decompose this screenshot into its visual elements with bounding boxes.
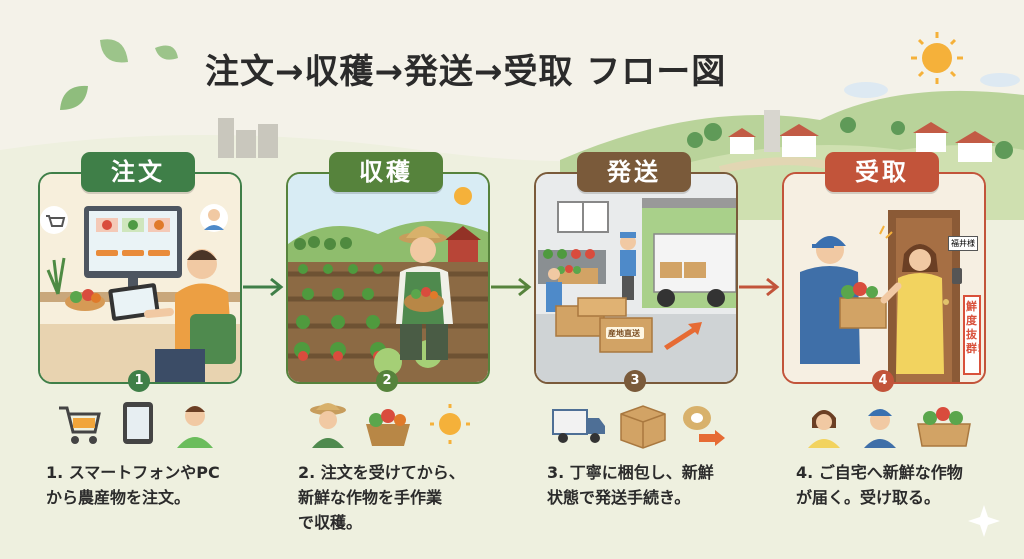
caption-line: 3. 丁寧に梱包し、新鮮: [547, 463, 714, 482]
order-illustration: [38, 172, 242, 384]
caption-line: 状態で発送手続き。: [547, 488, 691, 507]
shipping-icons: [552, 405, 725, 449]
step-badge-shipping: 発送: [577, 152, 691, 192]
vegetable-box-icon: [917, 407, 971, 447]
tablet-icon: [123, 402, 153, 444]
caption-order: 1. スマートフォンやPC から農産物を注文。: [46, 460, 220, 510]
caption-line: 2. 注文を受けてから、: [298, 463, 465, 482]
door-nameplate: 福井様: [948, 236, 978, 251]
shipping-illustration: 産地直送: [534, 172, 738, 384]
flow-arrow-2: [491, 277, 532, 297]
step-number-1: 1: [128, 370, 150, 392]
caption-line: で収穫。: [298, 513, 363, 532]
receive-illustration: 福井様 鮮度抜群!: [782, 172, 986, 384]
harvest-icons: [310, 403, 470, 448]
page-title: 注文→収穫→発送→受取 フロー図: [205, 52, 727, 92]
vegetable-basket-icon: [366, 409, 410, 446]
caption-shipping: 3. 丁寧に梱包し、新鮮 状態で発送手続き。: [547, 460, 714, 510]
caption-line: 新鮮な作物を手作業: [298, 488, 443, 507]
caption-line: が届く。受け取る。: [796, 488, 941, 507]
leaf-icon: [100, 39, 128, 63]
sun-icon: [922, 43, 952, 73]
caption-line: 1. スマートフォンやPC: [46, 463, 220, 482]
harvest-illustration: [286, 172, 490, 384]
step-number-2: 2: [376, 370, 398, 392]
cardboard-box-icon: [620, 405, 666, 449]
step-number-3: 3: [624, 370, 646, 392]
customer-icon: [177, 406, 213, 448]
recipient-icon: [808, 410, 840, 448]
caption-line: から農産物を注文。: [46, 488, 191, 507]
delivery-person-icon: [864, 409, 896, 448]
crate-label: 産地直送: [608, 329, 640, 338]
step-badge-receive: 受取: [825, 152, 939, 192]
caption-harvest: 2. 注文を受けてから、 新鮮な作物を手作業 で収穫。: [298, 460, 465, 535]
shopping-cart-icon: [59, 406, 101, 444]
flow-arrow-1: [243, 277, 284, 297]
order-icons: [59, 402, 213, 448]
caption-receive: 4. ご自宅へ新鮮な作物 が届く。受け取る。: [796, 460, 963, 510]
step-number-4: 4: [872, 370, 894, 392]
step-badge-harvest: 収穫: [329, 152, 443, 192]
receive-icons: [808, 407, 971, 448]
step-badge-order: 注文: [81, 152, 195, 192]
sparkle-icon: [968, 505, 1000, 537]
sun-icon: [430, 404, 470, 444]
packing-tape-icon: [683, 406, 725, 446]
delivery-truck-icon: [552, 409, 605, 443]
flow-arrow-3: [739, 277, 780, 297]
freshness-banner: 鮮度抜群!: [966, 300, 983, 355]
shipping-arrow-icon: [664, 322, 702, 350]
farmer-icon: [310, 403, 346, 448]
caption-line: 4. ご自宅へ新鮮な作物: [796, 463, 963, 482]
